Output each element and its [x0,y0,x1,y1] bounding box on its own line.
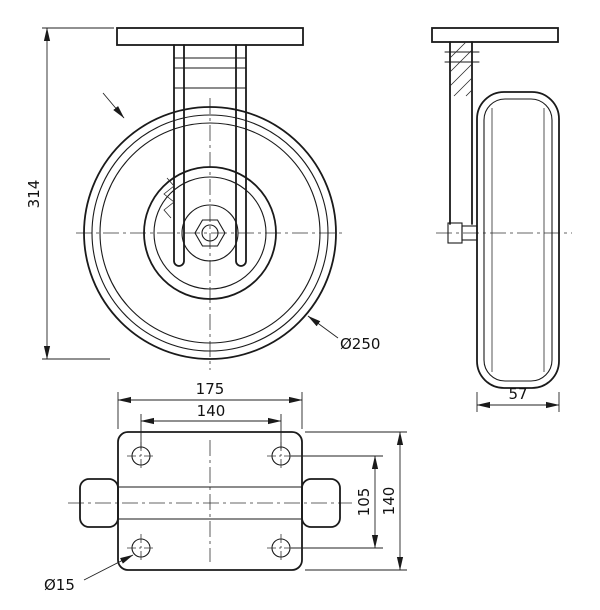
front-view: 314 Ø250 [25,27,380,370]
axle-hex-nut [194,219,226,247]
dim-bolt-hole-diameter: Ø15 [44,554,134,594]
axle-end-circle [201,224,219,242]
fork-detail-zigzag [163,177,175,219]
front-fork-left-leg [173,44,185,267]
dim-label-bolt-hole-diameter: Ø15 [44,576,75,594]
wheel-hub-outer [143,166,277,300]
dim-plate-width: 140 [305,431,407,571]
side-hatch-detail [449,41,473,97]
dim-bolt-spacing-width: 105 [291,455,383,549]
side-wheel-tread-line [483,98,553,382]
front-mounting-plate [116,27,304,46]
wheel-tread-line [91,114,329,352]
dim-label-plate-width: 140 [380,487,398,516]
dim-wheel-width: 57 [476,385,560,412]
bolt-hole-bottom-right [267,534,295,562]
axle-boss-circle [181,204,239,262]
dim-label-plate-length: 175 [196,380,225,398]
wheel-rim-inner [99,122,321,344]
bolt-hole-bottom-left [127,534,155,562]
bottom-view: 175 140 105 140 Ø15 [44,380,407,594]
front-fork-right-leg [235,44,247,267]
dim-label-wheel-width: 57 [508,385,527,403]
dim-label-bolt-spacing-length: 140 [197,402,226,420]
dim-wheel-diameter: Ø250 [307,315,380,353]
axle-boss-right [301,478,341,528]
side-view: 57 [431,27,572,412]
dim-label-wheel-diameter: Ø250 [340,335,380,353]
hole-diameter-leader [83,554,134,581]
rim-leader-arrow [102,92,125,119]
dim-plate-length: 175 [117,380,303,429]
dim-overall-height: 314 [25,27,114,360]
side-mounting-plate [431,27,559,43]
dim-label-overall-height: 314 [25,180,43,209]
side-axle-spacer [461,225,478,241]
wheel-outer-rim [83,106,337,360]
axle-boss-left [79,478,119,528]
wheel-diameter-leader [307,315,339,339]
side-wheel-outline [476,91,560,389]
dim-bolt-spacing-length: 140 [140,402,282,449]
wheel-hub-inner [153,176,267,290]
dim-label-bolt-spacing-width: 105 [355,488,373,517]
